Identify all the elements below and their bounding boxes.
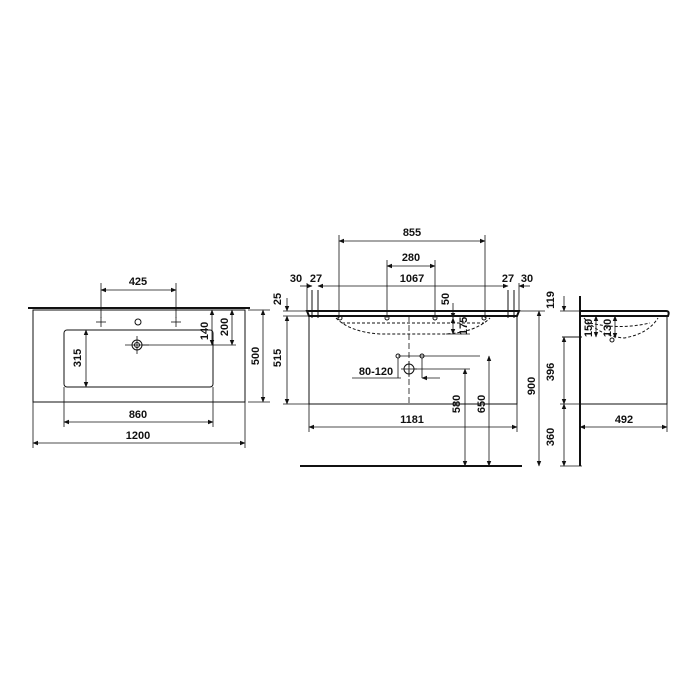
dim-492: 492 [615,414,633,426]
dim-175: 175 [458,317,470,335]
drain-connections [395,353,425,377]
dim-396: 396 [545,363,557,381]
dim-900: 900 [526,377,538,395]
dim-30-right: 30 [521,273,533,285]
dim-50: 50 [440,293,452,305]
dim-27-right: 27 [502,273,514,285]
basin-outline [28,307,250,403]
dim-280: 280 [402,252,420,264]
dim-580: 580 [451,395,463,413]
dim-1181: 1181 [400,414,424,426]
dim-650: 650 [476,395,488,413]
dim-140: 140 [199,322,211,340]
front-dimension-lines [283,235,545,467]
dim-515: 515 [272,349,284,367]
dim-425: 425 [129,276,147,288]
dim-130: 130 [602,319,614,337]
dim-80-120: 80-120 [359,366,393,378]
dim-860: 860 [129,409,147,421]
dim-27-left: 27 [310,273,322,285]
vanity-outline [300,310,522,467]
dim-315: 315 [72,349,84,367]
dim-200: 200 [219,318,231,336]
dim-150: 150 [583,319,595,337]
side-outline [562,296,670,466]
dim-855: 855 [403,227,421,239]
dim-25: 25 [272,293,284,305]
dim-30-left: 30 [290,273,302,285]
dim-1200: 1200 [126,430,150,442]
side-view: 119 150 130 396 360 492 [545,291,670,467]
top-view: 425 315 140 200 500 860 1200 [28,276,270,448]
side-dimension-lines [560,296,668,467]
dim-119: 119 [545,291,557,309]
dim-1067: 1067 [400,273,424,285]
dim-500: 500 [250,347,262,365]
front-view: 855 280 1067 30 27 27 30 25 50 175 515 8… [272,227,545,467]
dim-360: 360 [545,428,557,446]
top-dimension-lines [32,283,270,448]
